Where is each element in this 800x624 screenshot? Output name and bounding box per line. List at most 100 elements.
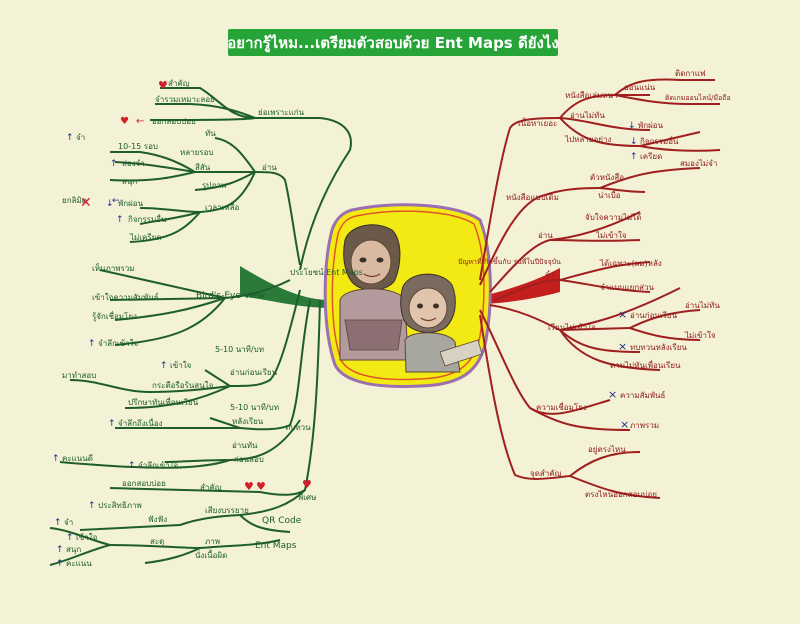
left-branch-2: อ่าน ทัน 10-15 รอบ หลายรอบ ส่องจำ สนุก ส… (62, 129, 277, 242)
node-phak-phon-r: พักผ่อน (638, 121, 664, 130)
node-samong-mai-jam: สมองไม่จำ (680, 159, 717, 168)
arrow-down-icon: ↓ (630, 137, 638, 147)
arrow-up-icon: ↑ (56, 545, 64, 555)
node-yok-limit: ยกลิมิต (62, 196, 87, 205)
node-phap-ruam: ภาพรวม (630, 421, 659, 430)
arrow-up-icon: ↑ (160, 361, 168, 371)
node-jam-1: จำ (76, 133, 85, 142)
node-phak-phon: พักผ่อน (118, 199, 144, 208)
node-prasittiphap: ประสิทธิภาพ (98, 501, 142, 510)
title-banner-bg (228, 29, 558, 56)
node-sanuk: สนุก (122, 177, 137, 186)
arrow-up-icon: ↑ (88, 339, 96, 349)
node-tid-game: ติดเกมออนไลน์/มือถือ (665, 93, 731, 102)
student-figure-left (339, 224, 409, 361)
left-branch-5: พิเศษ ออกสอบบ่อย สำคัญ ประสิทธิภาพ เสียง… (54, 478, 316, 569)
node-ok-sob-boi: ออกสอบบ่อย (152, 117, 196, 126)
node-jam-yaek-suan: จำแบบแยกส่วน (600, 283, 655, 292)
node-kon-sob: ก่อนสอบ (234, 455, 264, 464)
node-jam-ruam: จำรวมเหมาะลอย (155, 95, 215, 104)
node-jam-r: จำ (545, 270, 554, 279)
node-mai-kriat: ไม่เครียด (129, 233, 162, 242)
heart-icon: ♥ (244, 480, 254, 493)
arrow-left-icon: ← (136, 116, 144, 127)
right-branch-7: จุดสำคัญ อยู่ตรงไหน ตรงไหนออกสอบบ่อย (530, 445, 657, 499)
node-na-buea: น่าเบื่อ (598, 189, 621, 200)
node-rian-mai-khao-jai: เรียนไม่เข้าใจ (548, 323, 596, 332)
node-khao-jai-b: เข้าใจ (76, 533, 98, 542)
node-aan-mai-than-r: อ่านไม่ทัน (685, 301, 720, 310)
right-branch-4: จำ ได้เฉพาะ(ผม)หลัง จำแบบแยกส่วน (545, 259, 662, 292)
node-aan-than: อ่านทัน (232, 441, 258, 450)
node-phiset: พิเศษ (298, 493, 316, 502)
node-5-10-min-b: 5-10 นาที/บท (230, 403, 279, 412)
left-branch-1: ย่อเพราะแก่น สำคัญ จำรวมเหมาะลอย ออกสอบบ… (120, 79, 305, 127)
node-aan-r: อ่าน (538, 231, 553, 240)
node-siang-banyai: เสียงบรรยาย (205, 506, 249, 515)
node-trong-nai-ok-sob: ตรงไหนออกสอบบ่อย (585, 490, 657, 499)
arrow-up-icon: ↑ (88, 501, 96, 511)
left-trunk (240, 266, 330, 308)
arrow-up-icon: ↑ (108, 419, 116, 429)
node-jab-jai-khwam: จับใจความไม่ได้ (585, 213, 641, 222)
node-khao-jai-a: เข้าใจ (170, 361, 192, 370)
node-jam-luk-nuang: จำลึกถึงเนื่อง (118, 417, 163, 428)
center-left-label: ประโยชน์ Ent Maps (290, 267, 363, 277)
heart-icon: ♥ (302, 478, 312, 491)
node-tam-mai-than: ตามไม่ทันเพื่อนเรียน (610, 359, 681, 370)
heart-icon: ♥ (120, 116, 129, 127)
node-tid-kafae: ติดกาแฟ (675, 69, 706, 78)
node-samkhan: สำคัญ (168, 79, 190, 88)
node-thop-thuan-r: ทบทวนหลังเรียน (630, 343, 687, 352)
node-dai-chapo: ได้เฉพาะ(ผม)หลัง (599, 259, 662, 268)
arrow-up-icon: ↑ (66, 133, 74, 143)
arrow-up-icon: ↑ (56, 559, 64, 569)
node-ent-maps: Ent Maps (255, 541, 297, 551)
node-thop-thuan: ทบทวน (285, 423, 311, 432)
node-nangsue-baeb-doem: หนังสือแบบเดิม (506, 193, 559, 202)
node-aan-mai-than: อ่านไม่ทัน (570, 111, 605, 120)
node-song-jam: ส่องจำ (122, 159, 145, 168)
node-mai-khao-jai-a: ไม่เข้าใจ (595, 231, 627, 240)
node-sadu: สะดุ (150, 537, 164, 546)
node-birds-eye: Bird's-Eye View (196, 291, 265, 301)
right-branch-6: ความเชื่อมโยง ความสัมพันธ์ ภาพรวม × × (536, 388, 666, 431)
arrow-up-icon: ↑ (116, 215, 124, 225)
node-yor-kaen: ย่อเพราะแก่น (258, 108, 305, 117)
node-khwam-samphan: ความสัมพันธ์ (620, 390, 666, 400)
node-khanaen: คะแนน (66, 559, 92, 568)
node-aan-kon-rian-r: อ่านก่อนเรียน (630, 311, 678, 320)
node-jam-luk-1: จำลึกเข้าใจ (98, 339, 139, 348)
node-aan-kon-rian: อ่านก่อนเรียน (230, 368, 278, 377)
node-lang-rian: หลังเรียน (232, 417, 264, 426)
node-ma-tham-sob: มาทำสอบ (62, 371, 96, 380)
cross-icon: × (620, 418, 629, 431)
node-fang-fang: ฟังฟัง (148, 515, 167, 524)
arrow-down-icon: ↓ (628, 121, 636, 131)
node-rup-phap: รูปภาพ (202, 181, 226, 191)
right-branch-1: เนื้อหาเยอะ หนังสือเล่มหนา อ่านไม่ทัน ออ… (518, 69, 731, 162)
node-kitjakam: กิจกรรมอื่น (128, 213, 167, 224)
node-phap: ภาพ (205, 537, 220, 546)
node-aan: อ่าน (262, 163, 277, 172)
right-branch-lines (479, 78, 721, 499)
arrow-up-icon: ↑ (110, 159, 118, 169)
node-jud-samkhan: จุดสำคัญ (530, 469, 562, 478)
left-branch-3: Bird's-Eye View เห็นภาพรวม เข้าใจความสัม… (88, 263, 265, 349)
node-kriat: เครียด (640, 152, 662, 161)
left-branch-lines (49, 87, 352, 566)
node-wela-luea: เวลาเหลือ (205, 203, 240, 212)
right-trunk (475, 268, 560, 304)
right-branch-5: เรียนไม่เข้าใจ อ่านก่อนเรียน อ่านไม่ทัน … (548, 301, 720, 370)
center-node: ประโยชน์ Ent Maps ปัญหาที่เกิดขึ้นกับ รุ… (240, 203, 561, 388)
center-right-label: ปัญหาที่เกิดขึ้นกับ รุ่นพี่ในปีปัจจุบัน (458, 255, 561, 266)
node-jam-luk-2: จำลึกเข้าใจ (138, 461, 179, 470)
node-mai-khao-jai-b: ไม่เข้าใจ (684, 331, 716, 340)
node-khao-jai-samphan: เข้าใจความสัมพันธ์ (92, 292, 159, 302)
heart-icon: ♥ (256, 480, 266, 493)
cross-icon: ✕ (80, 195, 92, 211)
right-branch-3: อ่าน จับใจความไม่ได้ ไม่เข้าใจ (538, 213, 641, 240)
node-than: ทัน (205, 129, 216, 138)
right-branch-2: หนังสือแบบเดิม ตัวหนังสือ น่าเบื่อ สมองไ… (506, 159, 717, 202)
